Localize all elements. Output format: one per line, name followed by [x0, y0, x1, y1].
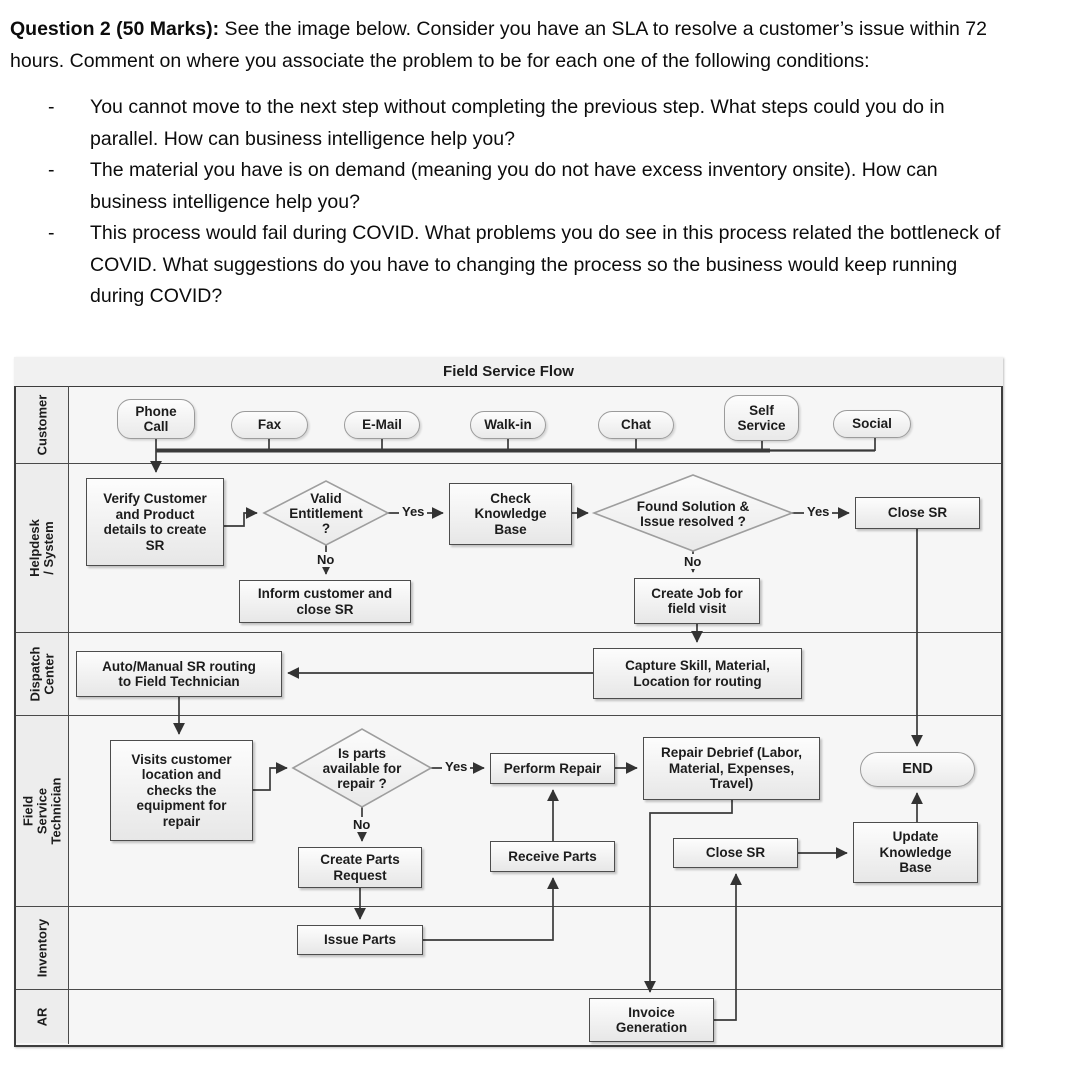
question-paragraph: Question 2 (50 Marks): See the image bel…	[10, 14, 1016, 77]
channel-walk-in: Walk-in	[470, 411, 546, 439]
channel-email: E-Mail	[344, 411, 420, 439]
lane-divider	[16, 463, 1001, 464]
question-bullets: - You cannot move to the next step witho…	[10, 92, 1016, 313]
step-visits-customer-location: Visits customer location and checks the …	[110, 740, 253, 841]
edge-label-no-parts-available: No	[350, 817, 374, 832]
step-close-sr-field: Close SR	[673, 838, 798, 868]
bullet-dash: -	[48, 96, 55, 118]
lane-label-text: Field Service Technician	[20, 777, 63, 845]
step-invoice-generation: Invoice Generation	[589, 998, 714, 1042]
edge-label-yes-parts-available: Yes	[442, 759, 471, 774]
step-create-job-field-visit: Create Job for field visit	[634, 578, 760, 624]
lane-label-dispatch-center: Dispatch Center	[16, 633, 68, 715]
step-issue-parts: Issue Parts	[297, 925, 423, 955]
step-repair-debrief: Repair Debrief (Labor, Material, Expense…	[643, 737, 820, 800]
step-close-sr-helpdesk: Close SR	[855, 497, 980, 529]
edge-label-yes-valid-entitlement: Yes	[399, 504, 428, 519]
bullet-item: - This process would fail during COVID. …	[48, 218, 1016, 313]
lane-label-text: Dispatch Center	[27, 646, 56, 702]
step-capture-skill-material: Capture Skill, Material, Location for ro…	[593, 648, 802, 699]
bullet-text: The material you have is on demand (mean…	[90, 159, 938, 213]
decision-found-solution: Found Solution & Issue resolved ?	[636, 498, 750, 529]
step-update-knowledge-base: Update Knowledge Base	[853, 822, 978, 883]
lane-label-text: Helpdesk / System	[27, 519, 56, 577]
lane-label-ar: AR	[16, 990, 68, 1043]
channel-phone-call: Phone Call	[117, 399, 195, 439]
decision-valid-entitlement: Valid Entitlement ?	[289, 490, 363, 536]
lane-label-text: Customer	[34, 394, 49, 456]
lane-divider	[16, 906, 1001, 907]
channel-chat: Chat	[598, 411, 674, 439]
lane-label-text: Inventory	[34, 918, 50, 978]
step-create-parts-request: Create Parts Request	[298, 847, 422, 888]
lane-label-column-divider	[68, 386, 69, 1044]
channel-fax: Fax	[231, 411, 308, 439]
step-auto-manual-sr-routing: Auto/Manual SR routing to Field Technici…	[76, 651, 282, 697]
terminator-end: END	[860, 752, 975, 787]
step-perform-repair: Perform Repair	[490, 753, 615, 784]
question-block: Question 2 (50 Marks): See the image bel…	[10, 14, 1016, 313]
edge-label-no-valid-entitlement: No	[314, 552, 338, 567]
channel-social: Social	[833, 410, 911, 438]
lane-label-text: AR	[34, 1007, 49, 1026]
step-receive-parts: Receive Parts	[490, 841, 615, 872]
lane-divider	[16, 989, 1001, 990]
lane-label-helpdesk-system: Helpdesk / System	[16, 464, 68, 632]
step-check-knowledge-base: Check Knowledge Base	[449, 483, 572, 545]
lane-divider	[16, 715, 1001, 716]
bullet-dash: -	[48, 159, 55, 181]
step-verify-customer: Verify Customer and Product details to c…	[86, 478, 224, 566]
bullet-item: - You cannot move to the next step witho…	[48, 92, 1016, 155]
bullet-item: - The material you have is on demand (me…	[48, 155, 1016, 218]
lane-label-inventory: Inventory	[16, 907, 68, 989]
lane-label-customer: Customer	[16, 387, 68, 463]
decision-parts-available: Is parts available for repair ?	[322, 745, 402, 791]
channel-self-service: Self Service	[724, 395, 799, 441]
bullet-text: You cannot move to the next step without…	[90, 96, 945, 150]
bullet-dash: -	[48, 222, 55, 244]
lane-label-field-service-technician: Field Service Technician	[16, 716, 68, 906]
step-inform-customer-close-sr: Inform customer and close SR	[239, 580, 411, 623]
edge-label-yes-found-solution: Yes	[804, 504, 833, 519]
bullet-text: This process would fail during COVID. Wh…	[90, 222, 1001, 307]
edge-label-no-found-solution: No	[681, 554, 705, 569]
flowchart-title: Field Service Flow	[14, 357, 1003, 387]
flowchart-frame	[14, 357, 1003, 1047]
question-intro-text: See the image below. Consider you have a…	[10, 18, 987, 72]
question-heading: Question 2 (50 Marks):	[10, 18, 220, 40]
lane-divider	[16, 632, 1001, 633]
